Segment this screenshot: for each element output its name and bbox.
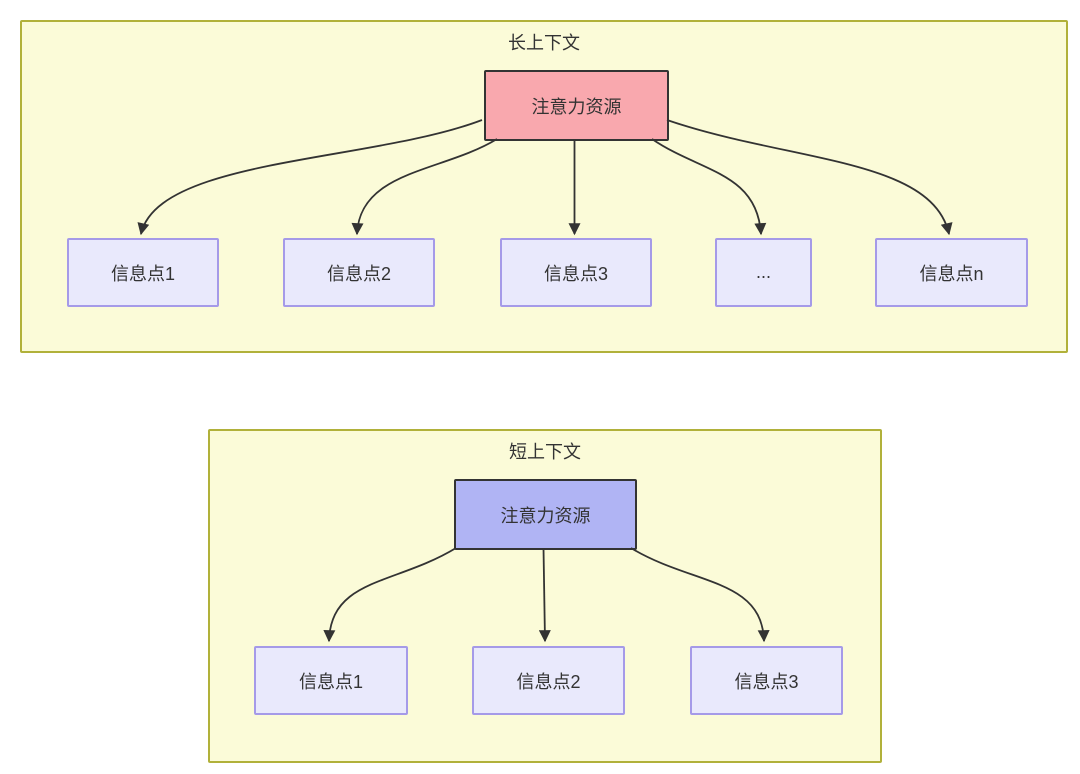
info-node-long-2: 信息点2 [283,238,435,307]
info-node-long-1-label: 信息点1 [110,263,175,284]
attention-node-short: 注意力资源 [454,479,637,550]
short-context-title: 短上下文 [509,442,581,462]
long-context-container: 长上下文 注意力资源 信息点1 信息点2 信息点3 ... 信息点n [20,20,1068,353]
long-context-title: 长上下文 [508,33,580,53]
attention-node-short-label: 注意力资源 [500,505,591,526]
info-node-long-n: 信息点n [875,238,1028,307]
info-node-short-2: 信息点2 [472,646,625,715]
info-node-short-3: 信息点3 [690,646,843,715]
info-node-long-3: 信息点3 [500,238,652,307]
info-node-short-1-label: 信息点1 [298,671,363,692]
short-context-container: 短上下文 注意力资源 信息点1 信息点2 信息点3 [208,429,882,763]
info-node-long-2-label: 信息点2 [326,263,391,284]
info-node-long-1: 信息点1 [67,238,219,307]
info-node-short-3-label: 信息点3 [734,671,799,692]
info-node-short-1: 信息点1 [254,646,408,715]
info-node-long-ellipsis-label: ... [755,262,771,282]
attention-node-long-label: 注意力资源 [531,96,622,117]
attention-node-long: 注意力资源 [484,70,669,141]
info-node-short-2-label: 信息点2 [516,671,581,692]
info-node-long-3-label: 信息点3 [543,263,608,284]
info-node-long-ellipsis: ... [715,238,812,307]
info-node-long-n-label: 信息点n [919,263,984,284]
